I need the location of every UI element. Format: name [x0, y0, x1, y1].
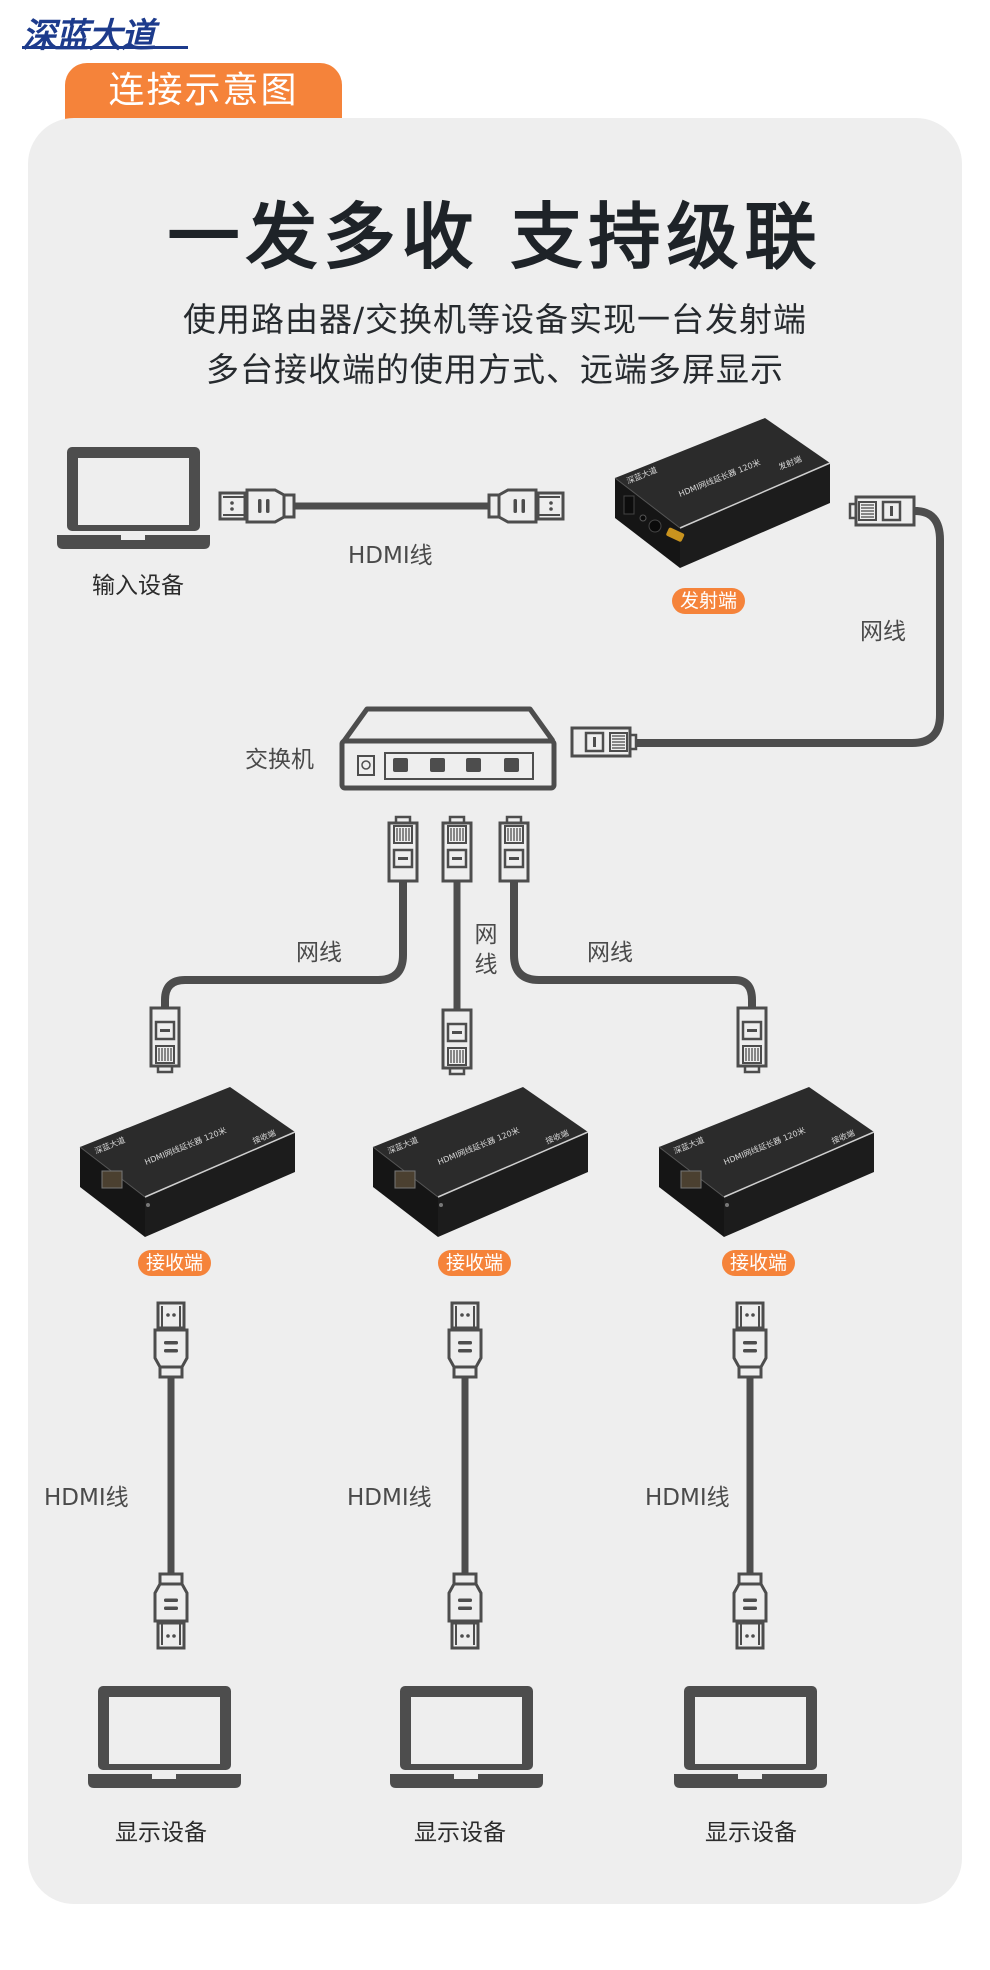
- display-device-1-label: 显示设备: [115, 1820, 207, 1846]
- branch-cable-middle-label-char2: 线: [474, 952, 498, 978]
- receiver-device-1-icon: 深蓝大道 HDMI网线延长器 120米 接收端: [79, 1086, 296, 1238]
- branch-ethernet-cable-left-icon: [149, 815, 419, 1074]
- receiver-device-3-icon: 深蓝大道 HDMI网线延长器 120米 接收端: [658, 1086, 875, 1238]
- input-device-label: 输入设备: [92, 573, 184, 599]
- network-switch-icon: [339, 706, 557, 791]
- receiver-1-badge: 接收端: [138, 1250, 212, 1276]
- branch-cable-right-label: 网线: [587, 940, 633, 966]
- display-device-2-label: 显示设备: [414, 1820, 506, 1846]
- branch-cable-middle-label-char1: 网: [474, 922, 498, 948]
- display-device-3-label: 显示设备: [705, 1820, 797, 1846]
- subtitle-line-2: 多台接收端的使用方式、远端多屏显示: [206, 350, 784, 389]
- uplink-ethernet-cable-icon: [570, 495, 944, 758]
- output-cable-1-label: HDMI线: [44, 1485, 129, 1511]
- output-hdmi-cable-2-icon: [447, 1301, 483, 1650]
- output-hdmi-cable-1-icon: [153, 1301, 189, 1650]
- section-tag: 连接示意图: [65, 63, 342, 125]
- subtitle-line-1: 使用路由器/交换机等设备实现一台发射端: [182, 300, 808, 339]
- receiver-2-badge: 接收端: [438, 1250, 512, 1276]
- brand-logo-underline: [22, 46, 188, 49]
- transmitter-badge: 发射端: [672, 588, 746, 614]
- uplink-cable-label: 网线: [860, 619, 906, 645]
- branch-cable-left-label: 网线: [296, 940, 342, 966]
- receiver-3-badge: 接收端: [722, 1250, 796, 1276]
- input-hdmi-cable-icon: [218, 488, 565, 524]
- display-device-1-laptop-icon: [88, 1686, 241, 1788]
- output-cable-3-label: HDMI线: [645, 1485, 730, 1511]
- headline: 一发多收 支持级联: [167, 195, 823, 279]
- branch-cable-middle-label: 网 线: [473, 920, 499, 980]
- brand-logo: 深蓝大道: [22, 16, 155, 56]
- transmitter-device-icon: 深蓝大道 HDMI网线延长器 120米 发射端: [614, 417, 831, 569]
- branch-ethernet-cable-right-icon: [498, 815, 768, 1074]
- receiver-device-2-icon: 深蓝大道 HDMI网线延长器 120米 接收端: [372, 1086, 589, 1238]
- output-hdmi-cable-3-icon: [732, 1301, 768, 1650]
- branch-ethernet-cable-middle-icon: [441, 815, 473, 1076]
- output-cable-2-label: HDMI线: [347, 1485, 432, 1511]
- display-device-2-laptop-icon: [390, 1686, 543, 1788]
- display-device-3-laptop-icon: [674, 1686, 827, 1788]
- switch-label: 交换机: [245, 747, 314, 773]
- input-cable-label: HDMI线: [348, 543, 433, 569]
- input-device-laptop-icon: [57, 447, 210, 549]
